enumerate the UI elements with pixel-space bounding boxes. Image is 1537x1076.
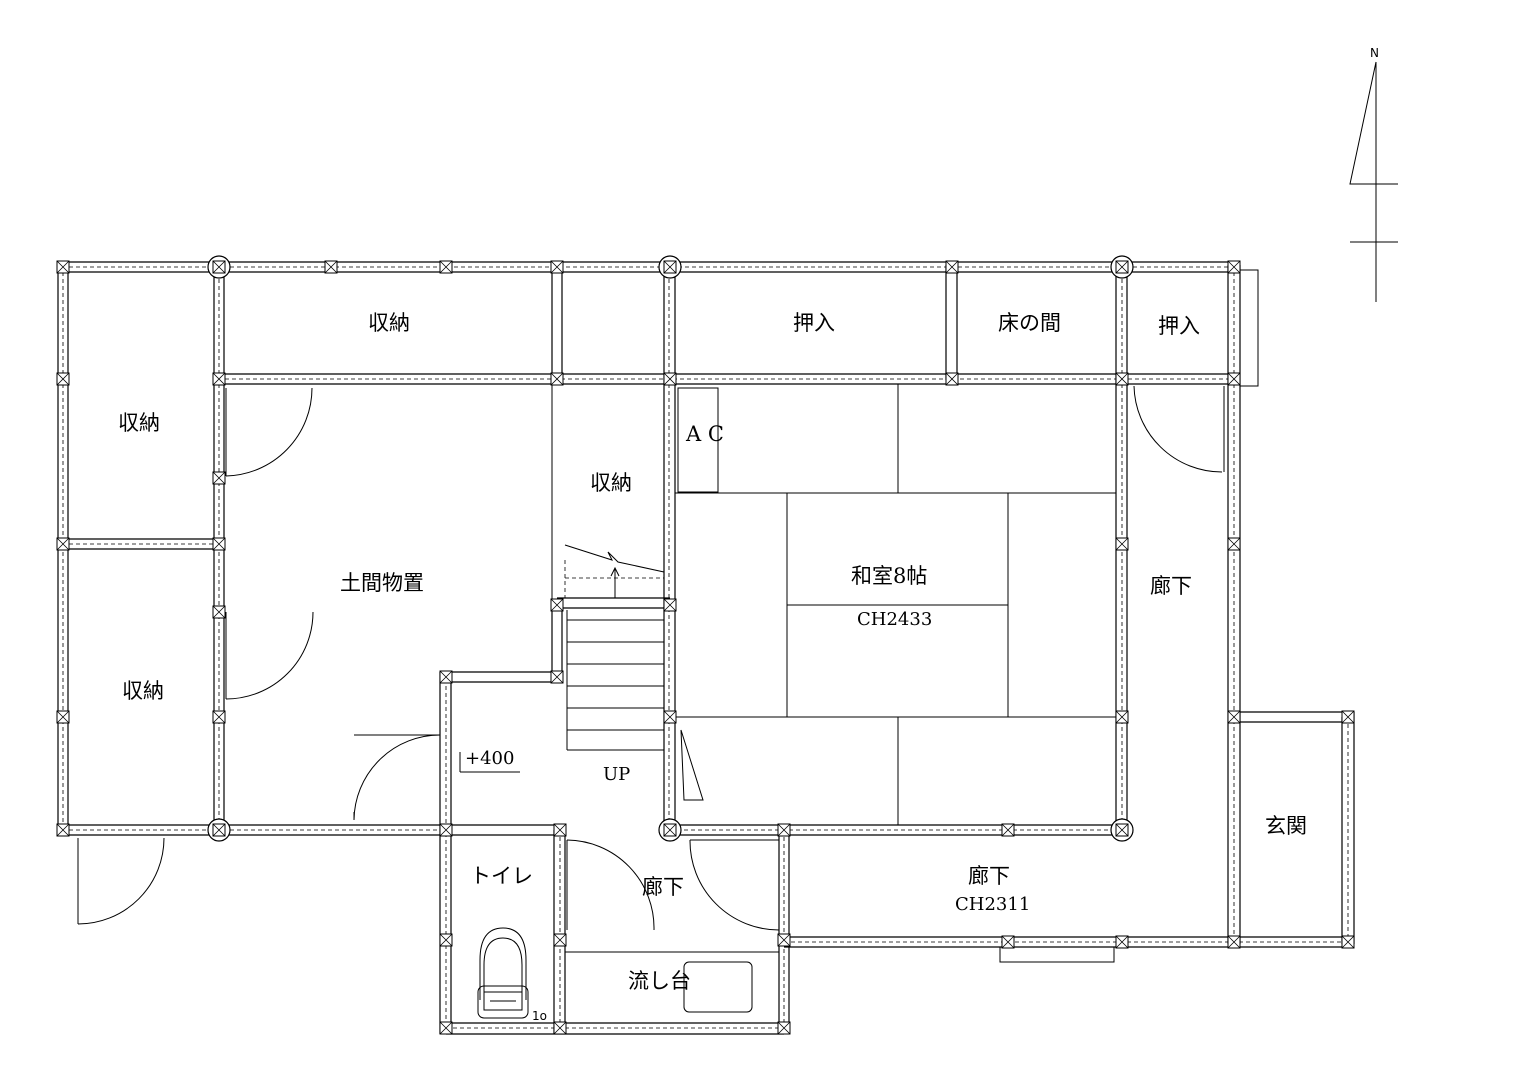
main-column [1110, 818, 1134, 842]
column [777, 1021, 791, 1035]
doors [77, 385, 1225, 931]
column [1001, 935, 1015, 949]
column [56, 372, 70, 386]
room-sink: 流し台 [628, 969, 691, 993]
column [439, 1021, 453, 1035]
column [1341, 710, 1355, 724]
column [550, 372, 564, 386]
column [777, 823, 791, 837]
column [1115, 935, 1129, 949]
column [1227, 710, 1241, 724]
column [777, 933, 791, 947]
main-column [207, 255, 231, 279]
level-label: +400 [465, 748, 514, 769]
column [945, 260, 959, 274]
column [212, 605, 226, 619]
column [553, 933, 567, 947]
main-column [207, 818, 231, 842]
column [550, 260, 564, 274]
toilet-icon: 1o [477, 927, 547, 1023]
column [550, 598, 564, 612]
room-washitsu-ch: CH2433 [857, 609, 932, 630]
column [663, 710, 677, 724]
column [212, 537, 226, 551]
column [663, 598, 677, 612]
door-storage-left-lower [225, 611, 314, 700]
column [1227, 537, 1241, 551]
north-label: N [1370, 46, 1379, 60]
columns [56, 255, 1355, 1035]
room-entrance: 玄関 [1265, 814, 1307, 838]
column [1115, 372, 1129, 386]
north-arrow-icon: N [1349, 46, 1398, 302]
column [1227, 935, 1241, 949]
room-washitsu: 和室8帖 [851, 564, 927, 588]
column [1341, 935, 1355, 949]
main-column [658, 818, 682, 842]
column [553, 823, 567, 837]
main-column [658, 255, 682, 279]
column [663, 372, 677, 386]
main-column [1110, 255, 1134, 279]
column [56, 537, 70, 551]
column [945, 372, 959, 386]
room-tokonoma: 床の間 [998, 311, 1061, 335]
door-toilet [566, 839, 655, 931]
column [56, 260, 70, 274]
column [324, 260, 338, 274]
room-corridor-right: 廊下 [1150, 574, 1192, 598]
room-doma: 土間物置 [340, 571, 424, 595]
column [1001, 823, 1015, 837]
door-corridor-main [689, 839, 780, 931]
column [1115, 710, 1129, 724]
tatami-layout [675, 384, 1116, 825]
column [212, 710, 226, 724]
toilet-tank-label: 1o [532, 1009, 547, 1023]
column [212, 372, 226, 386]
staircase [564, 544, 665, 751]
door-storage-left-upper [225, 387, 313, 477]
column [439, 670, 453, 684]
column [550, 670, 564, 684]
room-corridor-main-ch: CH2311 [955, 894, 1030, 915]
column [1227, 372, 1241, 386]
column [212, 471, 226, 485]
room-storage-center: 収納 [590, 471, 632, 495]
room-ac: A C [685, 422, 724, 446]
room-storage-left-upper: 収納 [118, 411, 160, 435]
column [1227, 260, 1241, 274]
column [1115, 537, 1129, 551]
room-oshiire-right: 押入 [1158, 314, 1200, 338]
room-toilet: トイレ [470, 864, 533, 888]
room-storage-top: 収納 [368, 311, 410, 335]
walls [57, 261, 1355, 1035]
door-doma [353, 734, 441, 821]
column [439, 823, 453, 837]
column [439, 260, 453, 274]
column [553, 1021, 567, 1035]
room-corridor-small: 廊下 [642, 875, 684, 899]
door-exterior-left [77, 837, 165, 925]
stairs-up-label: UP [603, 764, 630, 785]
column [439, 933, 453, 947]
column [56, 710, 70, 724]
room-labels: 収納 押入 床の間 押入 収納 収納 収納 A C 土間物置 和室8帖 CH24… [118, 311, 1307, 993]
room-oshiire-left: 押入 [793, 311, 835, 335]
door-corridor-right [1133, 385, 1225, 473]
room-corridor-main: 廊下 [968, 864, 1010, 888]
column [56, 823, 70, 837]
room-storage-left-lower: 収納 [122, 679, 164, 703]
